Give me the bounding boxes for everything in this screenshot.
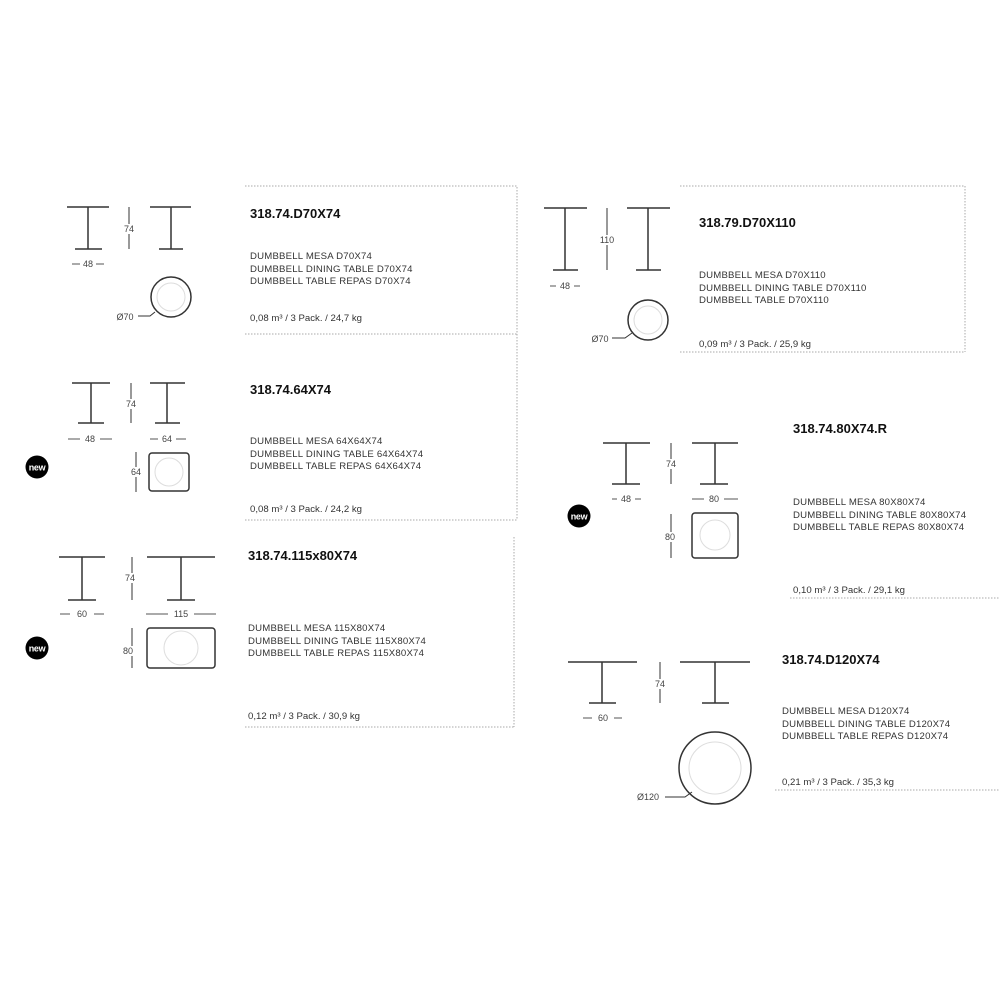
- table-side-view-icon: [603, 442, 650, 485]
- base-dim: 48: [559, 281, 571, 291]
- base-dim: 48: [82, 259, 94, 269]
- dotted-frames: [245, 185, 1000, 791]
- height-dim: 74: [124, 573, 136, 583]
- desc-line: DUMBBELL TABLE REPAS D70X74: [250, 276, 411, 287]
- round-top-view-icon: [612, 299, 669, 341]
- height-dim: 74: [665, 459, 677, 469]
- table-side-view-icon: [59, 556, 105, 601]
- desc-line: DUMBBELL TABLE D70X110: [699, 295, 829, 306]
- square-top-view-icon: [691, 512, 739, 559]
- width-dim: 115: [173, 609, 189, 619]
- width-dim: 64: [161, 434, 173, 444]
- table-side-view-icon: [568, 661, 637, 704]
- diameter-dim: Ø70: [116, 312, 134, 322]
- new-badge: new: [25, 636, 49, 660]
- height-dim: 74: [654, 679, 666, 689]
- desc-line: DUMBBELL MESA 64X64X74: [250, 436, 383, 447]
- desc-line: DUMBBELL MESA D120X74: [782, 706, 910, 717]
- pack-info: 0,08 m³ / 3 Pack. / 24,2 kg: [250, 504, 362, 515]
- diameter-dim: Ø70: [591, 334, 609, 344]
- desc-line: DUMBBELL TABLE REPAS 64X64X74: [250, 461, 422, 472]
- desc-line: DUMBBELL MESA 80X80X74: [793, 497, 926, 508]
- height-dim: 110: [599, 235, 615, 245]
- desc-line: DUMBBELL TABLE REPAS 80X80X74: [793, 522, 965, 533]
- pack-info: 0,08 m³ / 3 Pack. / 24,7 kg: [250, 313, 362, 324]
- base-dim: 60: [597, 713, 609, 723]
- diameter-dim: Ø120: [636, 792, 660, 802]
- product-code: 318.74.115x80X74: [248, 548, 358, 563]
- table-side-view-icon: [692, 442, 738, 485]
- table-side-view-icon: [544, 207, 587, 271]
- table-side-view-icon: [680, 661, 750, 704]
- new-badge: new: [25, 455, 49, 479]
- round-top-view-icon: [138, 276, 192, 318]
- pack-info: 0,12 m³ / 3 Pack. / 30,9 kg: [248, 711, 360, 722]
- desc-line: DUMBBELL MESA D70X74: [250, 251, 373, 262]
- rect-top-view-icon: [146, 627, 216, 669]
- base-dim: 48: [620, 494, 632, 504]
- desc-line: DUMBBELL MESA D70X110: [699, 270, 826, 281]
- width-dim: 80: [708, 494, 720, 504]
- table-side-view-icon: [150, 206, 191, 250]
- table-side-view-icon: [627, 207, 670, 271]
- product-code: 318.74.80X74.R: [793, 421, 887, 436]
- height-dim: 74: [123, 224, 135, 234]
- table-side-view-icon: [150, 382, 185, 424]
- depth-dim: 80: [664, 532, 676, 542]
- base-dim: 60: [76, 609, 88, 619]
- desc-line: DUMBBELL TABLE REPAS D120X74: [782, 731, 949, 742]
- desc-line: DUMBBELL TABLE REPAS 115X80X74: [248, 648, 425, 659]
- depth-dim: 64: [130, 467, 142, 477]
- pack-info: 0,21 m³ / 3 Pack. / 35,3 kg: [782, 777, 894, 788]
- pack-info: 0,10 m³ / 3 Pack. / 29,1 kg: [793, 585, 905, 596]
- table-side-view-icon: [72, 382, 110, 424]
- desc-line: DUMBBELL DINING TABLE 80X80X74: [793, 509, 967, 521]
- product-code: 318.74.64X74: [250, 382, 331, 397]
- desc-line: DUMBBELL DINING TABLE 64X64X74: [250, 448, 424, 460]
- product-code: 318.74.D70X74: [250, 206, 341, 221]
- height-dim: 74: [125, 399, 137, 409]
- round-top-view-icon: [665, 731, 752, 805]
- table-side-view-icon: [147, 556, 215, 601]
- desc-line: DUMBBELL DINING TABLE D70X110: [699, 282, 867, 294]
- desc-line: DUMBBELL DINING TABLE D70X74: [250, 263, 413, 275]
- base-dim: 48: [84, 434, 96, 444]
- depth-dim: 80: [122, 646, 134, 656]
- table-side-view-icon: [67, 206, 109, 250]
- desc-line: DUMBBELL DINING TABLE D120X74: [782, 718, 951, 730]
- product-code: 318.74.D120X74: [782, 652, 880, 667]
- desc-line: DUMBBELL MESA 115X80X74: [248, 623, 386, 634]
- square-top-view-icon: [148, 452, 190, 492]
- product-code: 318.79.D70X110: [699, 215, 796, 230]
- new-badge: new: [567, 504, 591, 528]
- pack-info: 0,09 m³ / 3 Pack. / 25,9 kg: [699, 339, 811, 350]
- desc-line: DUMBBELL DINING TABLE 115X80X74: [248, 635, 427, 647]
